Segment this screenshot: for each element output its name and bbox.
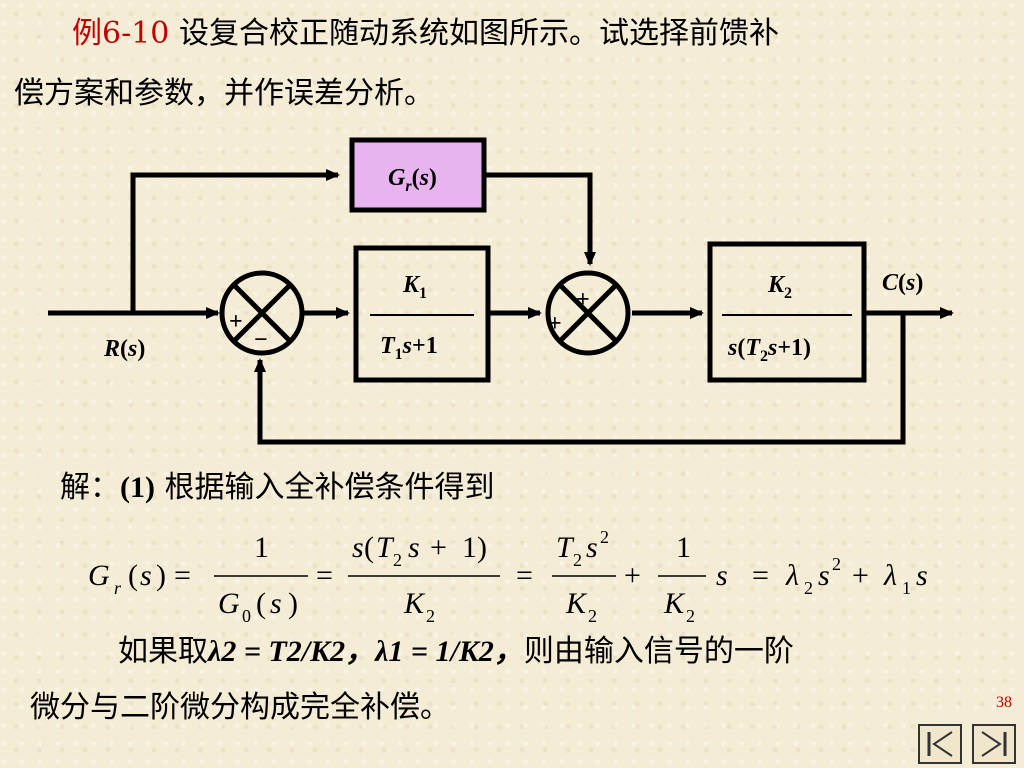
svg-text:K: K: [663, 587, 686, 620]
svg-text:): ): [156, 559, 166, 592]
svg-text:Gr(s): Gr(s): [388, 165, 437, 195]
svg-text:2: 2: [804, 578, 813, 598]
svg-text:+: +: [548, 311, 562, 337]
svg-text:s: s: [352, 531, 364, 564]
svg-text:G: G: [218, 587, 240, 620]
svg-text:T: T: [556, 531, 575, 564]
svg-text:1: 1: [254, 531, 269, 564]
first-prev-icon[interactable]: [918, 724, 962, 764]
svg-text:s: s: [140, 559, 152, 592]
block-k2: K2 s(T2s+1): [707, 241, 867, 383]
block-k1: K1 T1s+1: [353, 245, 491, 383]
svg-text:+: +: [576, 287, 590, 313]
svg-text:+: +: [229, 309, 243, 335]
para-end: 则由输入信号的一阶: [523, 634, 794, 669]
svg-text:2: 2: [600, 527, 609, 547]
title-text-1: 设复合校正随动系统如图所示。试选择前馈补: [169, 16, 779, 51]
svg-text:λ: λ: [883, 559, 897, 592]
svg-text:−: −: [254, 327, 268, 353]
svg-text:s: s: [818, 559, 830, 592]
svg-text:s(T2s+1): s(T2s+1): [727, 335, 811, 365]
svg-text:2: 2: [573, 550, 582, 570]
svg-text:1: 1: [902, 578, 911, 598]
example-label: 例6-10: [72, 16, 170, 51]
svg-text:=: =: [174, 559, 191, 592]
svg-text:(: (: [256, 587, 266, 620]
svg-text:2: 2: [588, 606, 597, 626]
input-label: R(s): [103, 336, 145, 362]
page-number: 38: [996, 694, 1012, 711]
solution-prefix: 解：: [60, 470, 120, 505]
svg-text:=: =: [316, 559, 333, 592]
svg-text:2: 2: [832, 554, 841, 574]
paragraph-line-1: 如果取λ2 = T2/K2，λ1 = 1/K2，则由输入信号的一阶: [118, 632, 794, 672]
svg-text:λ: λ: [785, 559, 799, 592]
condition-lambda1: λ1 = 1/K2，: [375, 635, 524, 668]
svg-text:1: 1: [676, 531, 691, 564]
svg-text:s: s: [716, 559, 728, 592]
next-last-icon[interactable]: [972, 724, 1016, 764]
svg-text:+: +: [852, 559, 869, 592]
solution-heading: 解：(1) 根据输入全补偿条件得到: [60, 462, 495, 506]
svg-text:K: K: [403, 587, 426, 620]
svg-text:1): 1): [462, 531, 487, 564]
svg-text:0: 0: [242, 606, 251, 626]
svg-text:s: s: [270, 587, 282, 620]
svg-text:+: +: [430, 531, 447, 564]
svg-text:): ): [288, 587, 298, 620]
svg-text:K2: K2: [767, 272, 792, 302]
svg-text:T: T: [376, 531, 395, 564]
svg-text:2: 2: [686, 606, 695, 626]
svg-text:(: (: [364, 531, 374, 564]
svg-text:r: r: [114, 578, 122, 598]
condition-lambda2: λ2 = T2/K2，: [208, 635, 376, 668]
svg-text:=: =: [516, 559, 533, 592]
svg-text:s: s: [916, 559, 928, 592]
feedforward-block: Gr(s): [349, 137, 487, 213]
solution-text: 根据输入全补偿条件得到: [154, 470, 495, 505]
solution-step: (1): [120, 471, 155, 504]
output-label: C(s): [882, 270, 923, 296]
svg-text:K: K: [565, 587, 588, 620]
svg-text:=: =: [752, 559, 769, 592]
svg-text:T1s+1: T1s+1: [380, 333, 438, 363]
paragraph-line-2: 微分与二阶微分构成完全补偿。: [30, 690, 450, 725]
svg-text:s: s: [586, 531, 598, 564]
svg-text:2: 2: [393, 550, 402, 570]
svg-text:s: s: [408, 531, 420, 564]
summing-junction-1: + −: [219, 270, 305, 356]
svg-text:G: G: [88, 559, 110, 592]
title-line-1: 例6-10 设复合校正随动系统如图所示。试选择前馈补: [72, 14, 779, 54]
svg-text:+: +: [624, 559, 641, 592]
svg-text:K1: K1: [402, 272, 427, 302]
svg-text:2: 2: [426, 606, 435, 626]
summing-junction-2: + +: [545, 270, 631, 356]
svg-text:(: (: [128, 559, 138, 592]
title-line-2: 偿方案和参数，并作误差分析。: [14, 76, 434, 111]
para-start: 如果取: [118, 634, 208, 669]
